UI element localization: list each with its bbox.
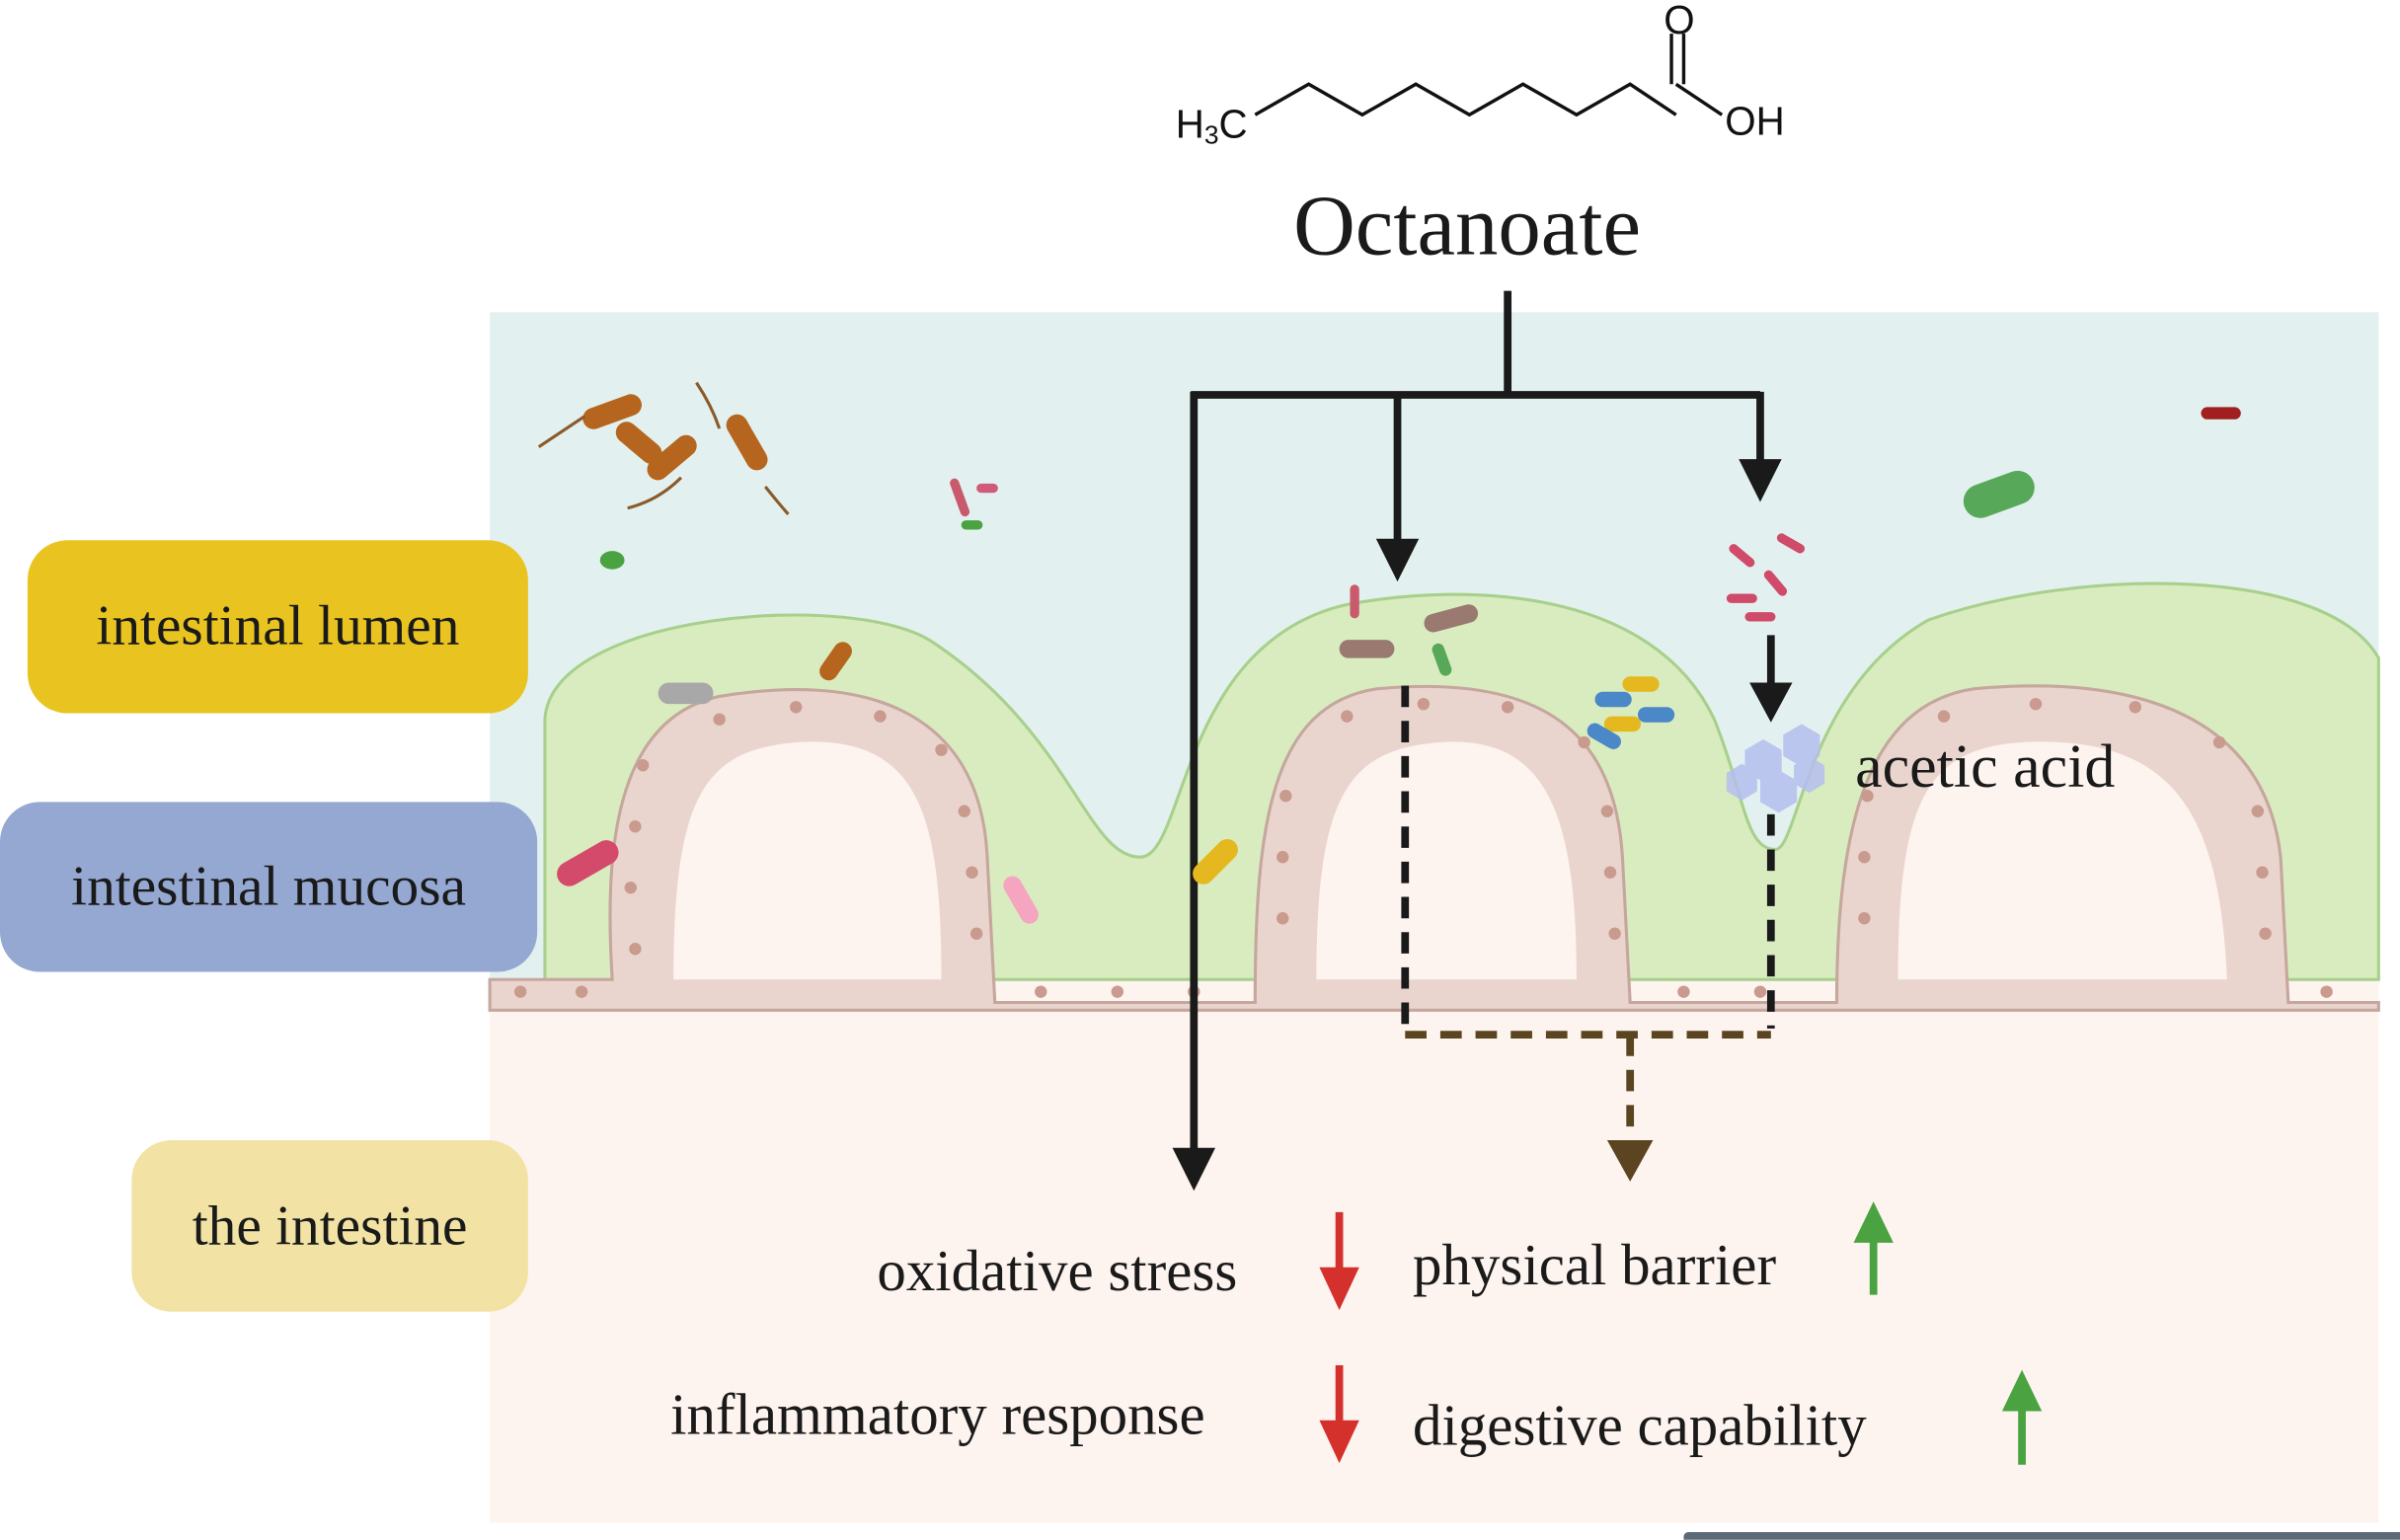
- oxygen-atom-label: O: [1664, 0, 1695, 43]
- region-label-mucosa: intestinal mucosa: [0, 802, 538, 972]
- dashed-pathway: [1401, 685, 1775, 1029]
- octanoate-effect-arrows: [1190, 290, 1775, 1151]
- methyl-group-label: H3C: [1176, 104, 1248, 148]
- bacteria: [537, 381, 2241, 924]
- effect-oxidative-stress: oxidative stress: [877, 1239, 1238, 1304]
- hydroxyl-label: OH: [1725, 98, 1785, 144]
- hydroxyl-bond: [1674, 82, 1724, 116]
- villus-core: [673, 741, 942, 980]
- villus-core: [1897, 741, 2227, 980]
- up-arrow-digestive-capability: [2001, 1369, 2043, 1465]
- effect-physical-barrier: physical barrier: [1413, 1233, 1777, 1298]
- compound-name: Octanoate: [1293, 179, 1642, 274]
- dashed-arrowhead: [1606, 1140, 1654, 1182]
- down-arrow-oxidative-stress: [1319, 1211, 1359, 1311]
- villus-core: [1316, 741, 1577, 980]
- methyl-h: H: [1175, 101, 1204, 147]
- acetic-acid-molecules: [1726, 724, 1825, 813]
- region-label-lumen: intestinal lumen: [27, 540, 528, 714]
- bottom-edge-bar: [1683, 1531, 2400, 1540]
- region-label-intestine: the intestine: [131, 1140, 528, 1312]
- arrowheads-black: [1172, 459, 1793, 1192]
- intestine-background: [490, 979, 2379, 1523]
- effect-digestive-capability: digestive capability: [1413, 1394, 1867, 1459]
- methyl-subscript: 3: [1203, 120, 1219, 150]
- metabolite-label: acetic acid: [1855, 732, 2116, 801]
- down-arrow-inflammatory-response: [1319, 1364, 1359, 1464]
- effect-inflammatory-response: inflammatory response: [670, 1383, 1205, 1448]
- dashed-pathway-brown: [1405, 1031, 1771, 1141]
- methyl-c: C: [1218, 101, 1248, 147]
- octanoate-structure: [1254, 82, 1677, 117]
- up-arrow-physical-barrier: [1853, 1201, 1894, 1295]
